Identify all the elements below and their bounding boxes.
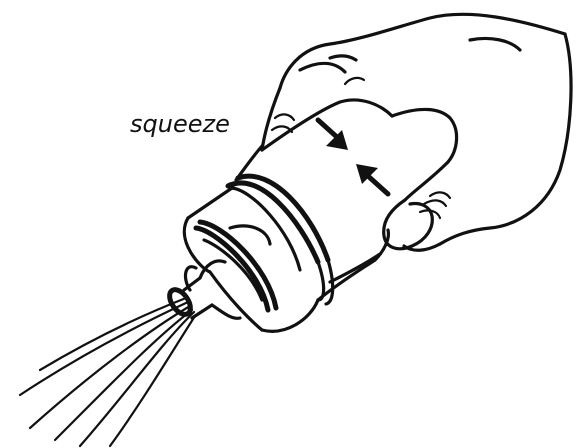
squeeze-arrows	[318, 120, 388, 194]
squeeze-label: squeeze	[130, 110, 230, 138]
bottle-nozzle	[165, 261, 240, 318]
arrow-up-left-icon	[356, 164, 388, 194]
arrow-down-right-icon	[318, 120, 348, 150]
hand	[262, 14, 571, 250]
spray-stream	[20, 298, 195, 446]
